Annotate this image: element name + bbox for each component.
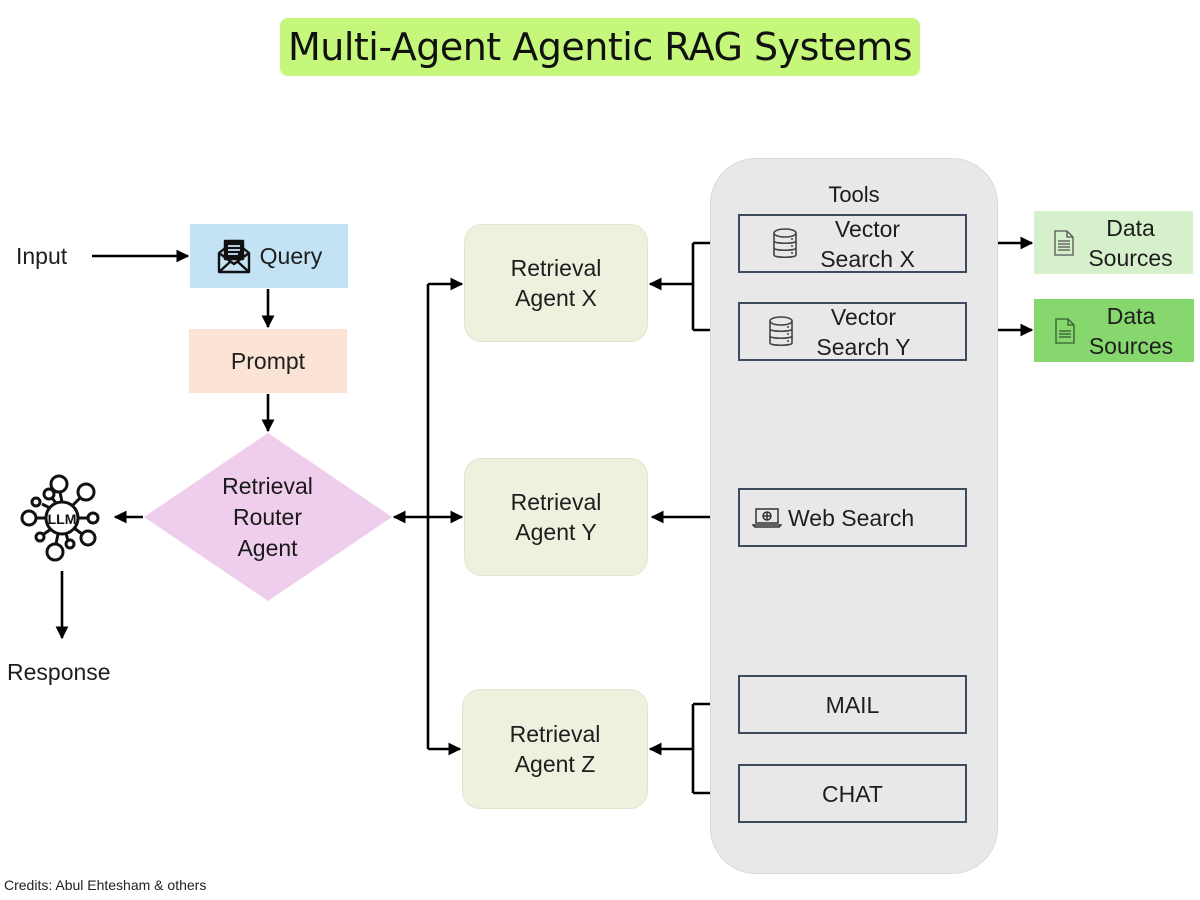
- chat-label: CHAT: [822, 780, 883, 807]
- agent-z-line1: Retrieval: [509, 721, 601, 747]
- retrieval-agent-x: Retrieval Agent X: [464, 224, 648, 342]
- web-search-tool: Web Search: [738, 488, 967, 547]
- input-label: Input: [16, 243, 68, 269]
- agent-x-line2: Agent X: [515, 285, 597, 311]
- retrieval-agent-y: Retrieval Agent Y: [464, 458, 648, 576]
- prompt-label: Prompt: [230, 348, 306, 374]
- mail-label: MAIL: [825, 691, 880, 718]
- router-label-line1: Retrieval: [222, 473, 313, 499]
- document-icon: [1054, 229, 1074, 256]
- router-diamond: [144, 433, 392, 601]
- query-node: Query: [190, 224, 348, 288]
- llm-icon-text: LLM: [48, 511, 77, 527]
- web-search-label: Web Search: [788, 504, 915, 531]
- router-node: Retrieval Router Agent: [185, 471, 350, 564]
- mail-envelope-icon: [217, 239, 250, 274]
- credits: Credits: Abul Ehtesham & others: [4, 877, 207, 893]
- database-icon: [773, 227, 797, 258]
- chat-tool: CHAT: [738, 764, 967, 823]
- mail-tool: MAIL: [738, 675, 967, 734]
- data-sources-2-line2: Sources: [1088, 332, 1174, 359]
- data-sources-1-line1: Data: [1106, 214, 1155, 241]
- database-icon: [769, 315, 794, 346]
- vector-y-line1: Vector: [830, 303, 897, 330]
- data-sources-2: Data Sources: [1034, 299, 1194, 362]
- vector-search-x: Vector Search X: [738, 214, 967, 273]
- agent-y-line1: Retrieval: [510, 489, 602, 515]
- vector-y-line2: Search Y: [816, 333, 911, 360]
- data-sources-1: Data Sources: [1034, 211, 1193, 274]
- llm-network-icon: LLM: [20, 474, 100, 562]
- vector-x-line2: Search X: [820, 245, 915, 272]
- agent-y-line2: Agent Y: [515, 519, 597, 545]
- prompt-node: Prompt: [189, 329, 347, 393]
- tools-title: Tools: [828, 182, 880, 207]
- router-label-line3: Agent: [237, 535, 298, 561]
- laptop-globe-icon: [752, 507, 782, 528]
- agent-z-line2: Agent Z: [514, 751, 596, 777]
- router-label-line2: Router: [232, 504, 303, 530]
- document-icon: [1055, 317, 1075, 344]
- vector-x-line1: Vector: [834, 215, 901, 242]
- retrieval-agent-z: Retrieval Agent Z: [462, 689, 648, 809]
- agent-x-line1: Retrieval: [510, 255, 602, 281]
- vector-search-y: Vector Search Y: [738, 302, 967, 361]
- response-label: Response: [7, 659, 111, 685]
- page-title: Multi-Agent Agentic RAG Systems: [280, 18, 920, 76]
- data-sources-1-line2: Sources: [1088, 244, 1173, 271]
- query-label: Query: [259, 243, 323, 269]
- data-sources-2-line1: Data: [1106, 302, 1156, 329]
